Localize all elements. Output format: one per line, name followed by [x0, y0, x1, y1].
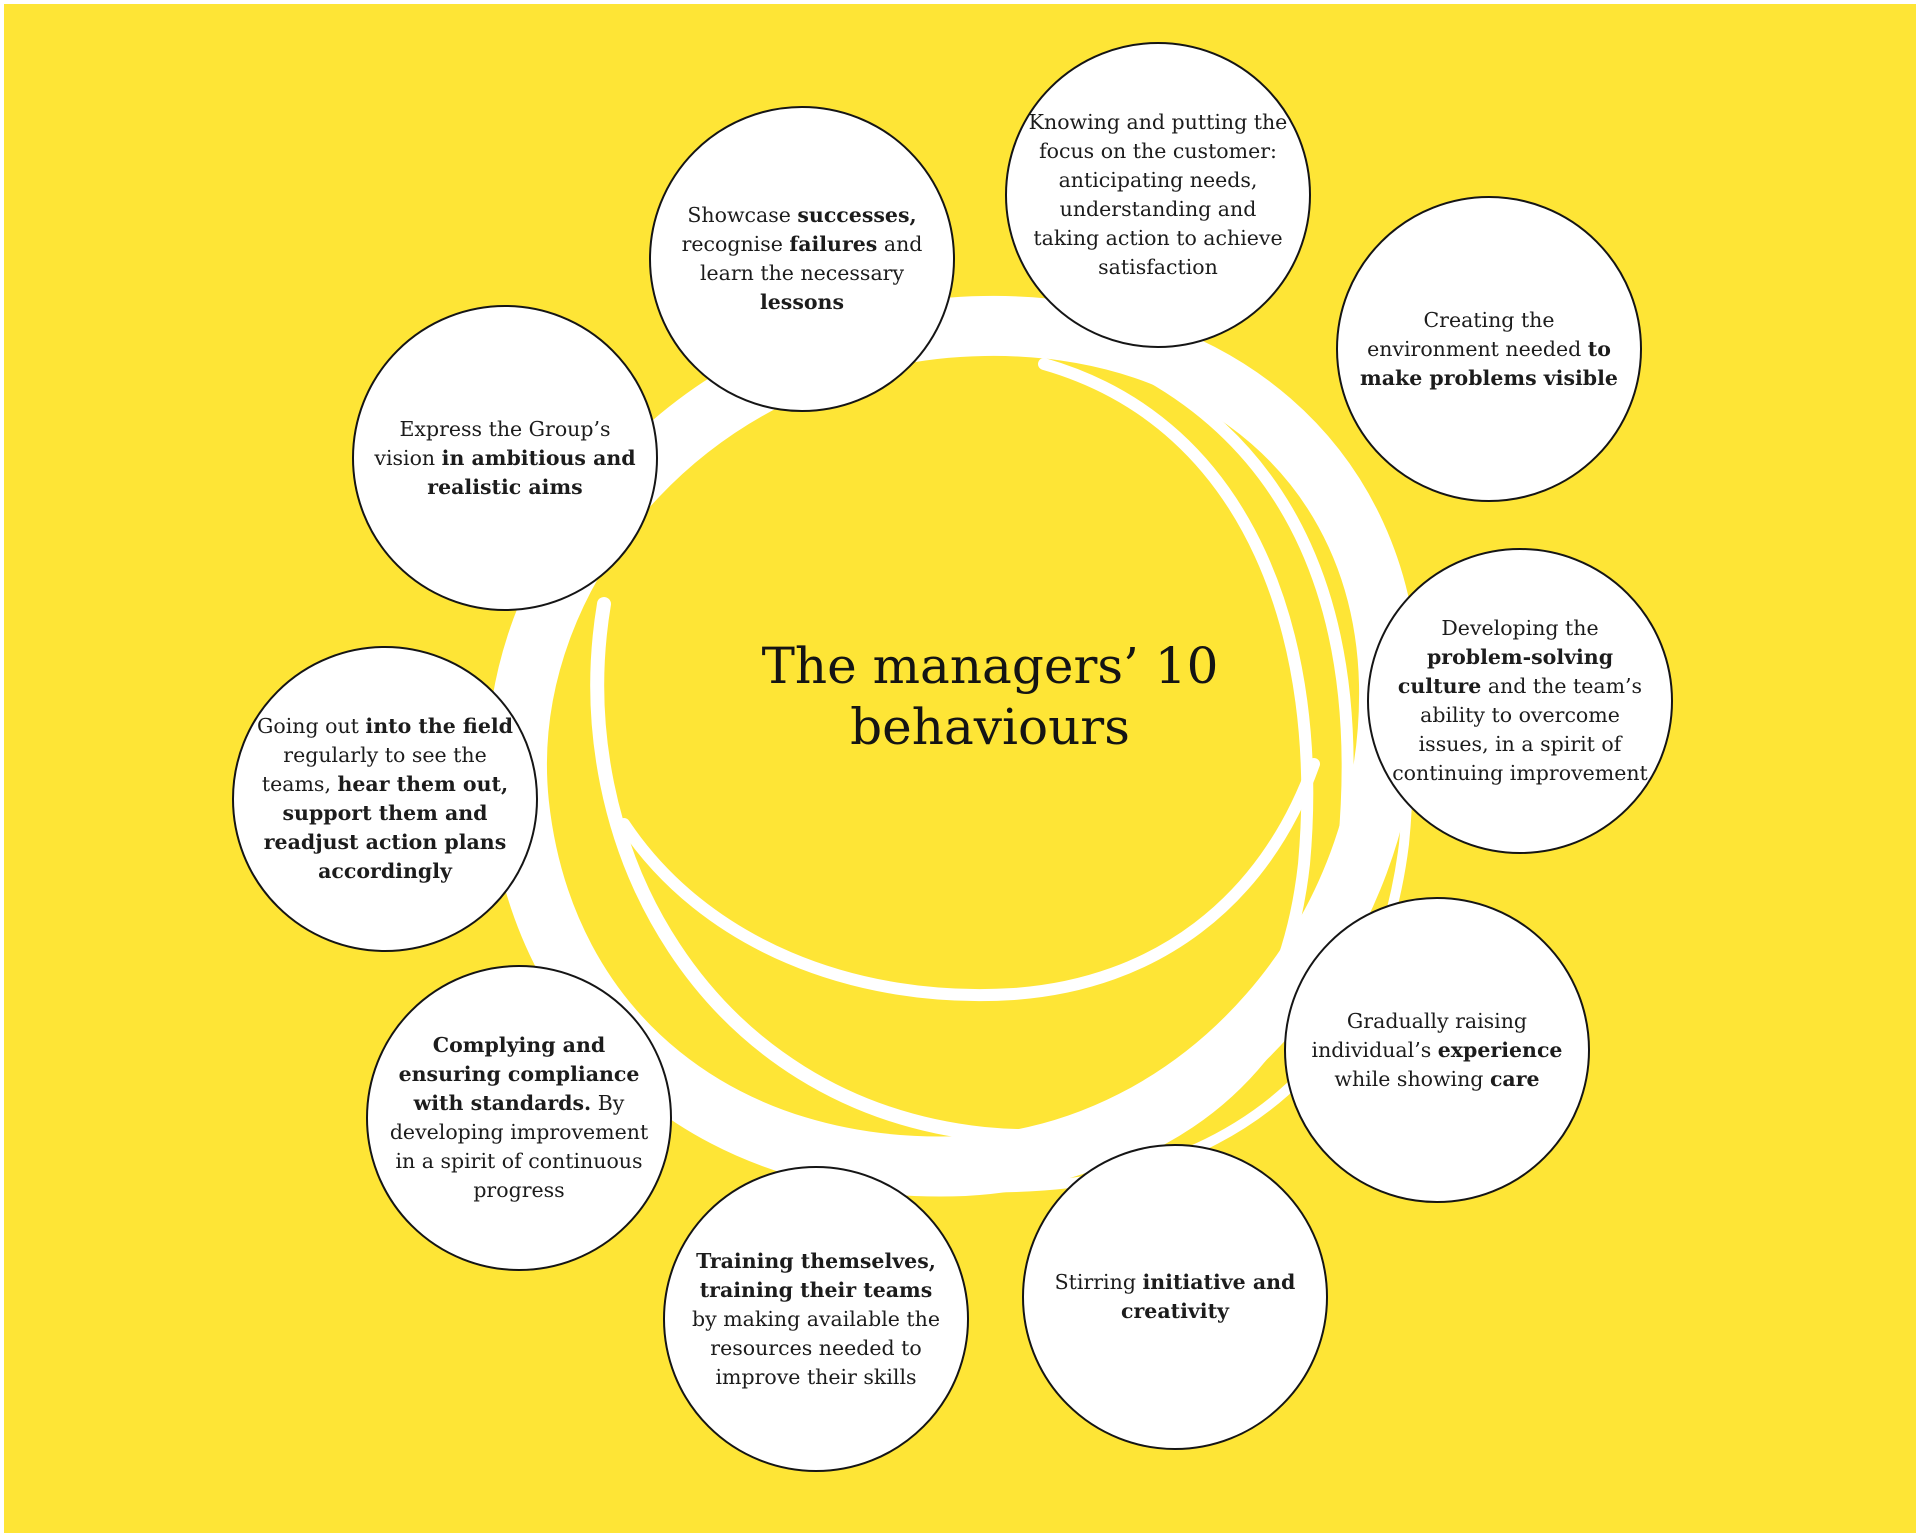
- behaviour-text-regular: By developing improvement in a spirit of…: [389, 1091, 649, 1202]
- diagram-title-line-2: behaviours: [850, 698, 1130, 756]
- behaviour-text-regular: recognise: [681, 232, 790, 256]
- diagram-title: The managers’ 10 behaviours: [700, 636, 1280, 758]
- behaviour-text: Knowing and putting the focus on the cus…: [1027, 108, 1289, 282]
- behaviour-text-regular: and the team’s ability to overcome issue…: [1392, 674, 1648, 785]
- behaviour-bubble-training: Training themselves, training their team…: [663, 1166, 969, 1472]
- behaviour-bubble-compliance-standards: Complying and ensuring compliance with s…: [366, 965, 672, 1271]
- behaviour-bubble-problem-solving-culture: Developing the problem-solving culture a…: [1367, 548, 1673, 854]
- behaviour-text-bold: into the field: [365, 714, 514, 738]
- behaviour-text-regular: Express the Group’s vision: [374, 416, 611, 470]
- swirl-stroke-3: [1088, 343, 1354, 1170]
- behaviour-text-bold: Complying and ensuring compliance with s…: [398, 1033, 640, 1115]
- behaviour-text-regular: Creating the environment needed: [1367, 307, 1588, 361]
- behaviour-text-regular: Going out: [256, 714, 366, 738]
- behaviour-text-bold: experience: [1437, 1037, 1563, 1062]
- diagram-title-line-1: The managers’ 10: [761, 637, 1219, 695]
- swirl-stroke-5: [618, 758, 1320, 1001]
- behaviour-text-regular: while showing: [1334, 1066, 1490, 1091]
- behaviour-text: Showcase successes, recognise failures a…: [671, 201, 933, 317]
- behaviour-text-bold: problem-solving culture: [1397, 645, 1614, 698]
- behaviour-text: Going out into the field regularly to se…: [254, 712, 516, 886]
- behaviour-bubble-raising-experience: Gradually raising individual’s experienc…: [1284, 897, 1590, 1203]
- behaviour-bubble-group-vision: Express the Group’s vision in ambitious …: [352, 305, 658, 611]
- behaviour-text-regular: Developing the: [1441, 616, 1599, 640]
- behaviour-text: Creating the environment needed to make …: [1358, 306, 1620, 393]
- behaviour-text-regular: Stirring: [1054, 1270, 1143, 1294]
- behaviour-text-bold: in ambitious and realistic aims: [427, 445, 636, 499]
- behaviour-text-regular: Knowing and putting the focus on the cus…: [1028, 110, 1288, 279]
- behaviour-bubble-problems-visible: Creating the environment needed to make …: [1336, 196, 1642, 502]
- behaviour-text-regular: regularly to see the teams,: [261, 743, 487, 796]
- behaviour-text-bold: successes,: [797, 203, 917, 227]
- behaviour-text-bold: hear them out, support them and readjust…: [263, 772, 509, 883]
- behaviour-text: Training themselves, training their team…: [685, 1247, 947, 1392]
- behaviour-bubble-initiative-creativity: Stirring initiative and creativity: [1022, 1144, 1328, 1450]
- behaviour-bubble-into-the-field: Going out into the field regularly to se…: [232, 646, 538, 952]
- behaviour-text-bold: lessons: [759, 290, 845, 314]
- behaviour-text: Complying and ensuring compliance with s…: [388, 1031, 650, 1205]
- behaviour-text-regular: and learn the necessary: [699, 232, 923, 285]
- behaviour-text: Stirring initiative and creativity: [1044, 1268, 1306, 1326]
- behaviour-text-bold: Training themselves, training their team…: [696, 1248, 936, 1302]
- behaviour-bubble-showcase-successes: Showcase successes, recognise failures a…: [649, 106, 955, 412]
- behaviour-text-bold: initiative and creativity: [1121, 1270, 1296, 1323]
- behaviour-text: Developing the problem-solving culture a…: [1389, 614, 1651, 788]
- behaviour-text-bold: care: [1489, 1066, 1540, 1091]
- behaviour-bubble-customer-focus: Knowing and putting the focus on the cus…: [1005, 42, 1311, 348]
- behaviour-text-bold: failures: [789, 232, 878, 256]
- behaviour-text-regular: Showcase: [687, 203, 798, 227]
- behaviour-text: Express the Group’s vision in ambitious …: [374, 415, 636, 502]
- behaviour-text-bold: to make problems visible: [1360, 336, 1618, 390]
- behaviour-text: Gradually raising individual’s experienc…: [1306, 1007, 1568, 1094]
- swirl-stroke-7: [699, 1099, 1129, 1193]
- behaviour-text-regular: by making available the resources needed…: [692, 1306, 940, 1389]
- behaviour-text-regular: Gradually raising individual’s: [1311, 1008, 1528, 1062]
